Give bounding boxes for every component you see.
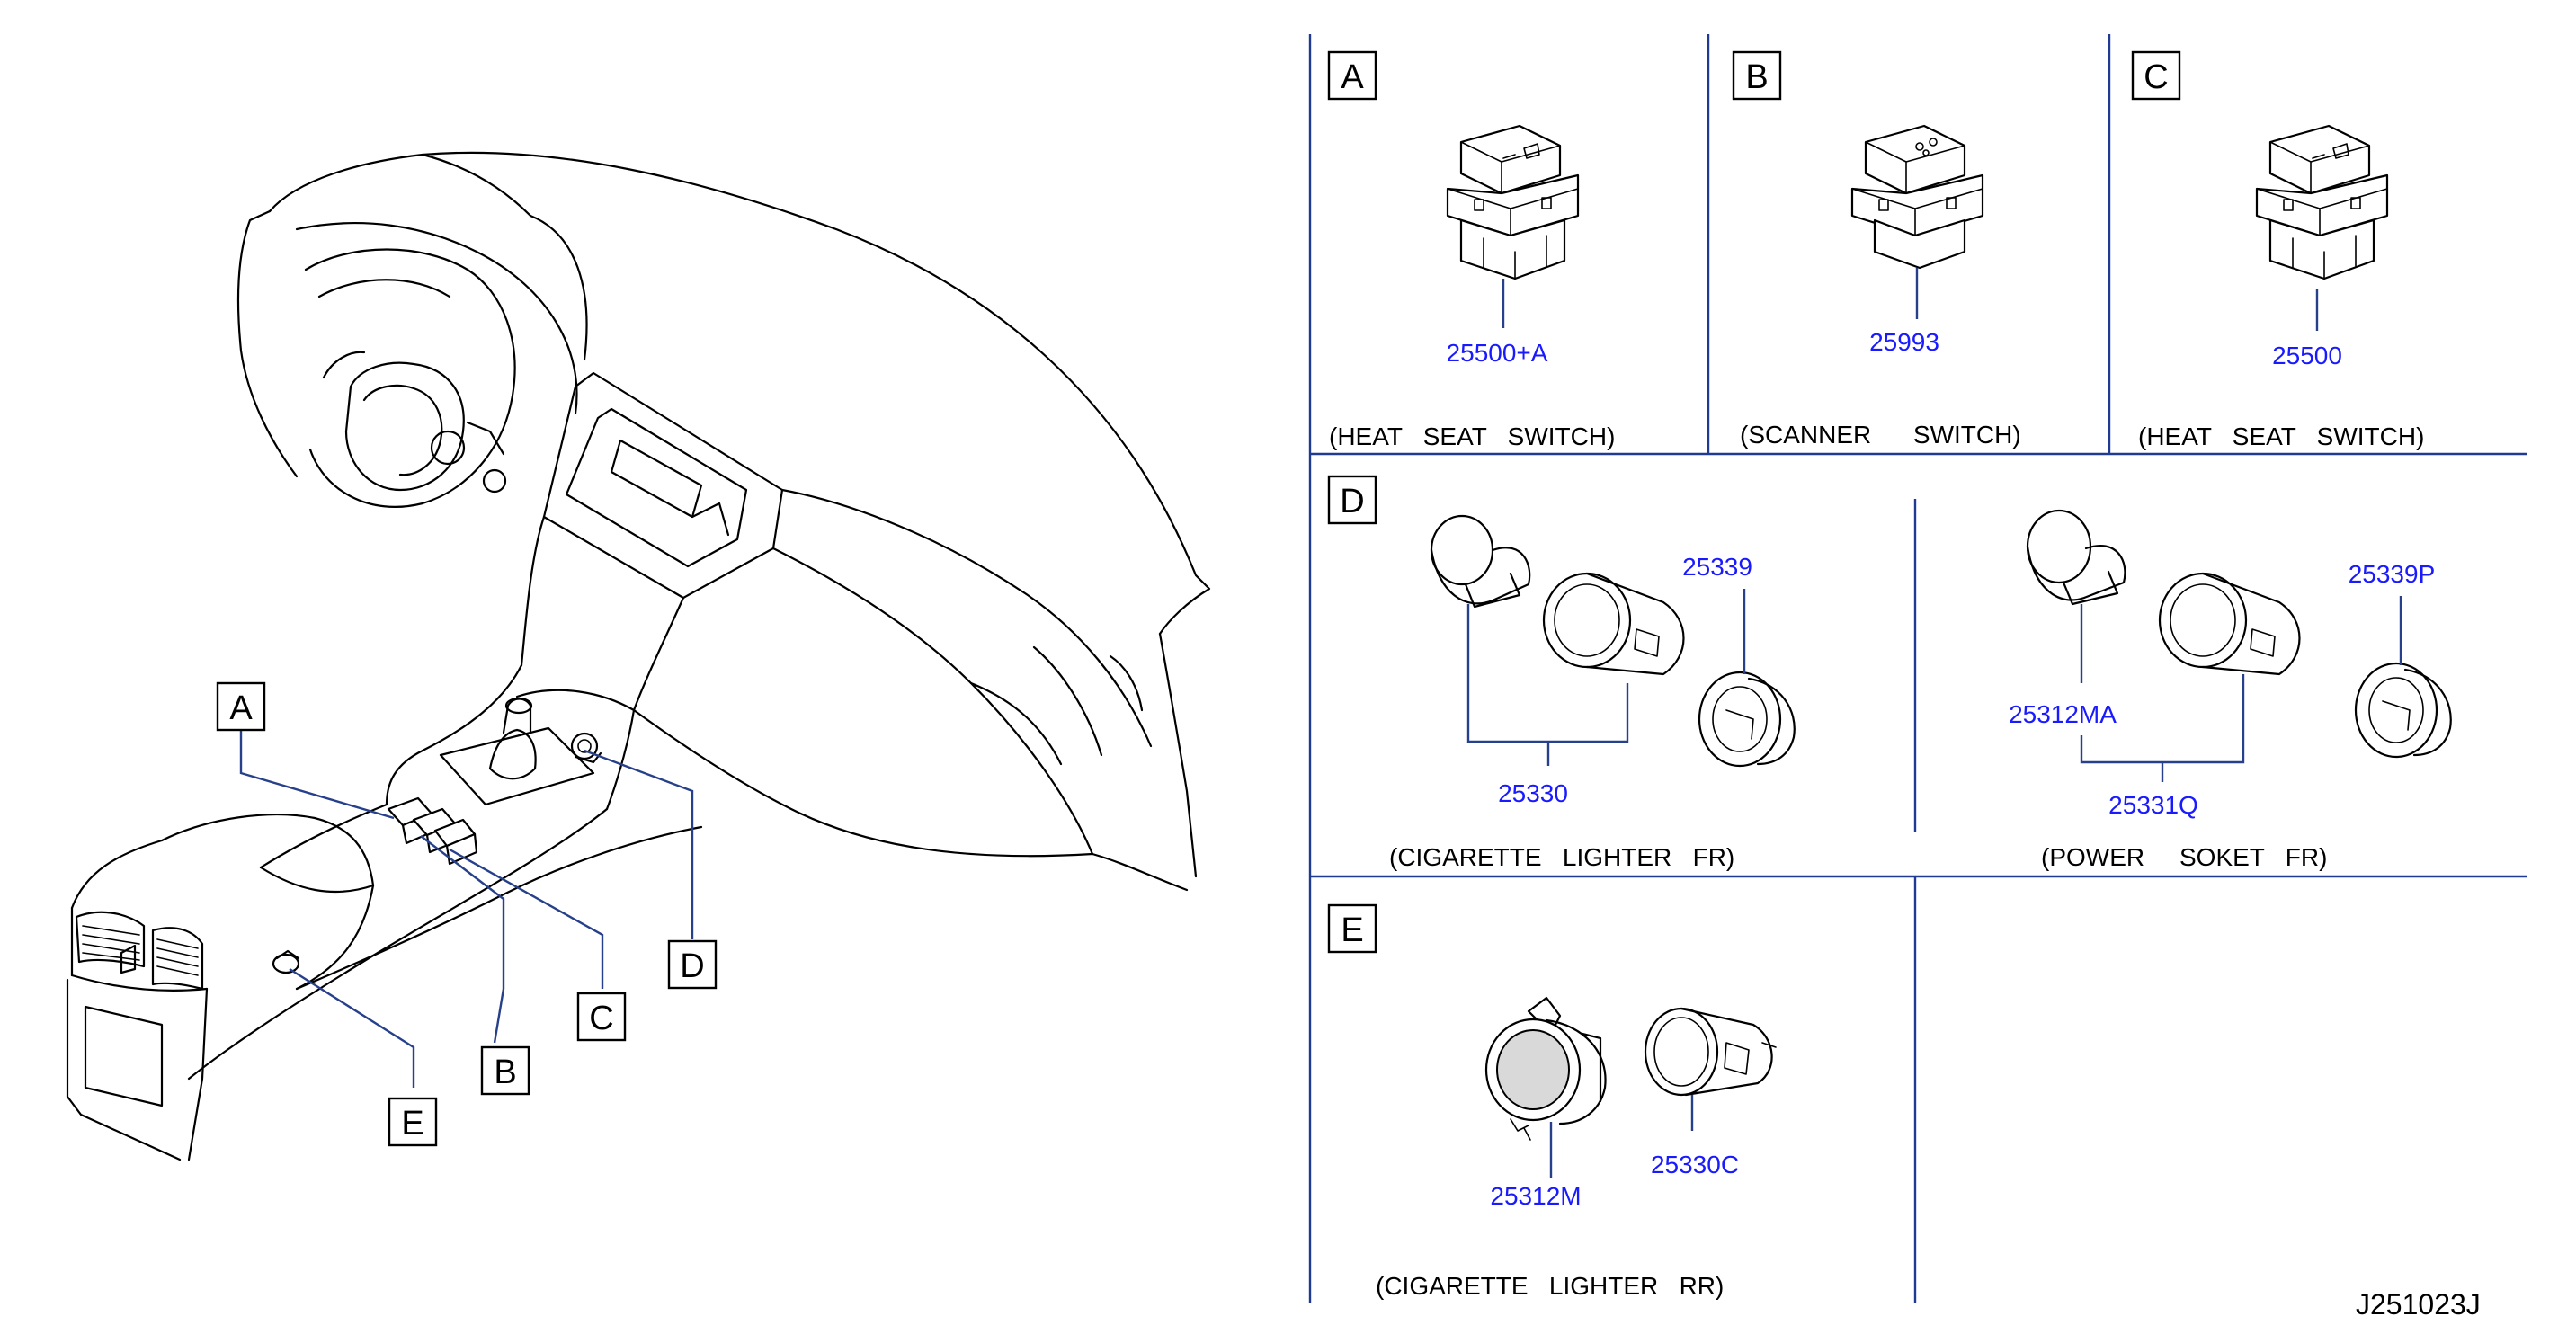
power-socket-ring <box>2354 662 2452 759</box>
svg-text:D: D <box>680 947 704 985</box>
callout-E: E <box>388 1097 438 1147</box>
svg-text:C: C <box>2144 58 2168 96</box>
svg-text:25993: 25993 <box>1869 328 1939 356</box>
dashboard-illustration <box>66 151 1211 1161</box>
svg-text:(HEAT SEAT SWITCH): (HEAT SEAT SWITCH) <box>2138 422 2424 450</box>
svg-text:25330: 25330 <box>1498 779 1568 807</box>
heat-seat-switch-a <box>1446 124 1580 280</box>
callout-B: B <box>480 1045 530 1096</box>
panel-d: D 25339 25330 (CIGARETTE LIGHTER FR) <box>1327 475 1796 871</box>
svg-text:(CIGARETTE LIGHTER RR): (CIGARETTE LIGHTER RR) <box>1376 1272 1724 1300</box>
lighter-plug-d <box>1430 514 1531 609</box>
panel-c: C 25500 (HEAT SEAT SWITCH) <box>2131 50 2424 450</box>
power-socket-housing <box>2158 572 2301 676</box>
heat-seat-switch-c <box>2255 124 2389 280</box>
lighter-socket-d <box>1698 671 1796 768</box>
svg-text:25339: 25339 <box>1682 553 1752 581</box>
svg-text:25331Q: 25331Q <box>2108 791 2198 819</box>
svg-text:25500+A: 25500+A <box>1447 339 1548 367</box>
callout-D: D <box>667 939 718 990</box>
drawing-number: J251023J <box>2356 1288 2481 1321</box>
panel-a: A 25500+A (HEAT SEAT SWITCH) <box>1327 50 1615 450</box>
panel-d-power-socket: 25312MA 25339P 25331Q (POWER SOKET FR) <box>2009 509 2452 871</box>
svg-text:(HEAT SEAT SWITCH): (HEAT SEAT SWITCH) <box>1329 422 1615 450</box>
callout-C: C <box>576 992 627 1042</box>
svg-text:25330C: 25330C <box>1651 1151 1739 1178</box>
rear-lighter-ring <box>1644 1007 1777 1097</box>
svg-text:B: B <box>494 1054 516 1091</box>
svg-text:(SCANNER SWITCH): (SCANNER SWITCH) <box>1740 421 2021 449</box>
svg-text:25500: 25500 <box>2272 342 2342 369</box>
svg-text:(CIGARETTE LIGHTER FR): (CIGARETTE LIGHTER FR) <box>1389 843 1734 871</box>
panel-b: B 25993 (SCANNER SWITCH) <box>1732 50 2021 449</box>
panel-grid <box>1308 34 2527 1303</box>
svg-text:E: E <box>1341 912 1363 949</box>
svg-text:A: A <box>1341 58 1364 96</box>
svg-text:25339P: 25339P <box>2349 560 2436 588</box>
callout-leaders <box>239 730 694 1088</box>
lighter-housing-d <box>1542 572 1685 676</box>
power-socket-cap <box>2026 509 2126 606</box>
svg-text:B: B <box>1745 58 1768 96</box>
svg-text:D: D <box>1340 483 1364 520</box>
svg-text:25312MA: 25312MA <box>2009 700 2117 728</box>
panel-e: E 25312M 25330C (CIGARETTE LIGHTER RR) <box>1327 903 1777 1300</box>
scanner-switch-b <box>1850 124 1984 270</box>
svg-text:E: E <box>401 1105 423 1143</box>
svg-text:25312M: 25312M <box>1490 1182 1581 1210</box>
svg-text:C: C <box>589 1000 613 1037</box>
svg-text:A: A <box>229 689 253 727</box>
rear-lighter-socket <box>1484 996 1607 1141</box>
svg-text:(POWER SOKET FR): (POWER SOKET FR) <box>2041 843 2327 871</box>
callout-A: A <box>216 681 266 732</box>
